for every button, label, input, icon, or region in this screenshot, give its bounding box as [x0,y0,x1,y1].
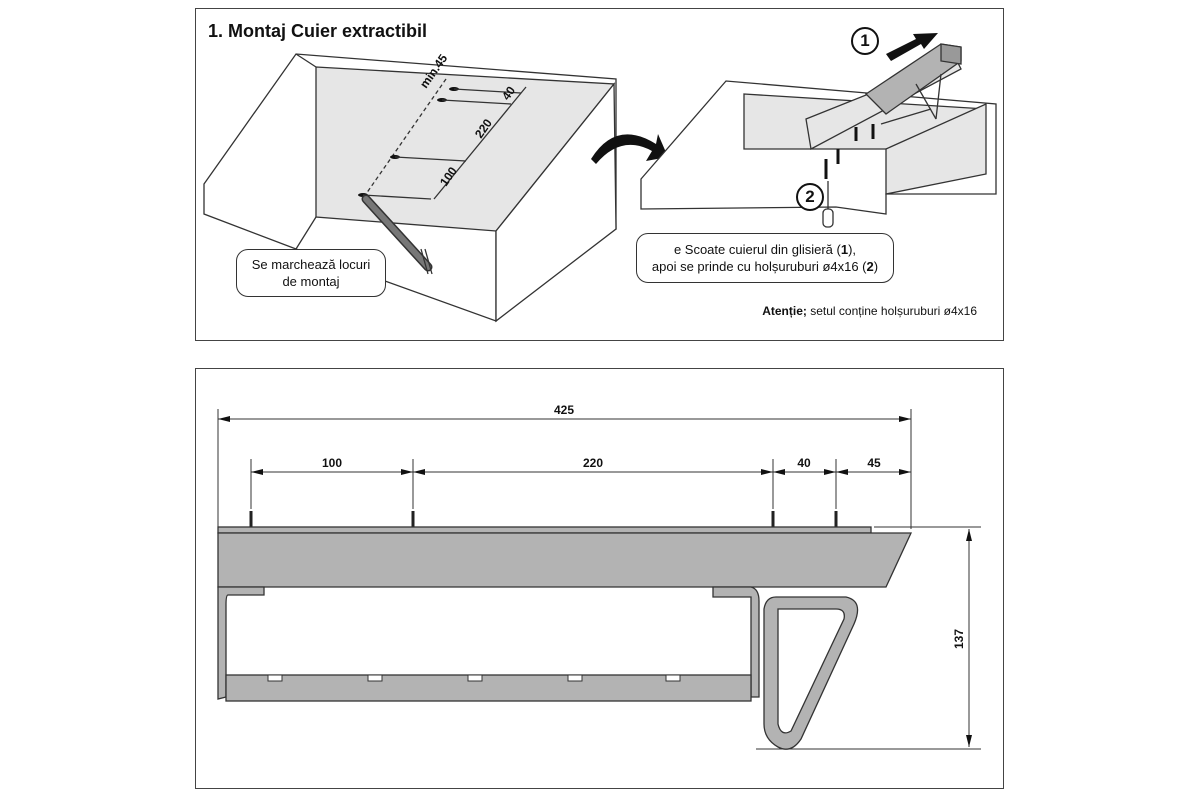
dim-label-45: 45 [867,456,881,470]
dim-label-137: 137 [952,629,966,649]
screws [249,511,838,527]
dim-label-425: 425 [554,403,574,417]
step-1-badge: 1 [851,27,879,55]
callout-line: de montaj [282,274,340,289]
callout-line: apoi se prinde cu holșuruburi ø4x16 (2) [651,259,879,274]
pull-direction-arrow-icon [886,33,938,61]
callout-line: e Scoate cuierul din glisieră (1), [673,242,857,257]
cabinet-marking-drawing [203,53,617,323]
curved-arrow-icon [591,134,668,164]
dim-label-100: 100 [322,456,342,470]
dim-label-40: 40 [797,456,811,470]
install-callout: e Scoate cuierul din glisieră (1), apoi … [636,233,894,283]
mounting-illustration: min.45 40 220 100 [203,33,997,323]
attention-note: Atenție; setul conține holșuruburi ø4x16 [762,304,977,318]
coat-rack-profile [217,526,913,750]
dim-label-220: 220 [583,456,603,470]
pencil-icon [361,194,433,272]
panel-title: 1. Montaj Cuier extractibil [208,21,428,41]
callout-line: Se marchează locuri [251,257,371,272]
cabinet-install-drawing [640,43,997,228]
dimension-drawing-panel: 425 100 220 40 45 137 [195,368,1004,789]
step-2-badge: 2 [796,183,824,211]
assembly-step-panel: 1. Montaj Cuier extractibil [195,8,1004,341]
technical-drawing: 425 100 220 40 45 137 [217,403,981,750]
screwdriver-icon [822,181,834,228]
marking-callout: Se marchează locuri de montaj [236,249,386,297]
